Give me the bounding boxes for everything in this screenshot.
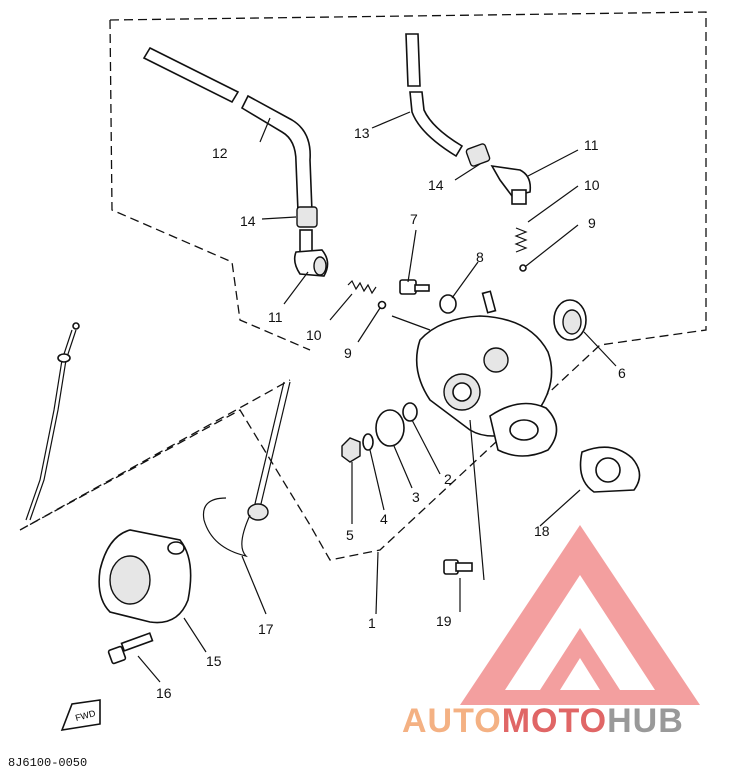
hose-12 — [142, 46, 313, 213]
callout-10-left: 10 — [306, 327, 322, 343]
callout-11-right: 11 — [584, 137, 599, 153]
callout-9-right: 9 — [588, 215, 596, 231]
callout-3: 3 — [412, 489, 420, 505]
fwd-arrow: FWD — [60, 699, 101, 732]
fitting-11-right — [490, 164, 532, 205]
screw-7 — [399, 279, 430, 295]
diagram-code: 8J6100-0050 — [8, 756, 87, 770]
callout-19: 19 — [436, 613, 452, 629]
spring-10-right — [514, 227, 528, 253]
washer-2 — [402, 402, 418, 422]
clamp-14-right — [465, 143, 491, 167]
callout-5: 5 — [346, 527, 354, 543]
callout-4: 4 — [380, 511, 388, 527]
bolt-16 — [107, 632, 154, 665]
callout-17: 17 — [258, 621, 274, 637]
callout-labels: 1 2 3 4 5 6 7 8 9 9 10 10 11 11 12 13 14… — [156, 125, 626, 701]
watermark-part-3: HUB — [607, 702, 684, 740]
callout-11-left: 11 — [268, 309, 283, 325]
gasket-18 — [579, 446, 641, 493]
cable-17 — [202, 381, 291, 558]
leader-lines — [137, 111, 617, 683]
callout-7: 7 — [410, 211, 418, 227]
throttle-cable — [25, 322, 80, 521]
hose-13 — [405, 33, 464, 158]
ball-9-left — [377, 300, 387, 310]
callout-8: 8 — [476, 249, 484, 265]
callout-12: 12 — [212, 145, 228, 161]
rotor-3 — [375, 409, 405, 447]
watermark-logo — [460, 525, 700, 705]
callout-9-left: 9 — [344, 345, 352, 361]
callout-10-right: 10 — [584, 177, 600, 193]
callout-13: 13 — [354, 125, 370, 141]
callout-6: 6 — [618, 365, 626, 381]
pump-body-1 — [415, 290, 558, 457]
clamp-14-left — [296, 206, 318, 228]
washer-4 — [362, 433, 374, 451]
ball-9-right — [519, 264, 527, 272]
cover-15 — [98, 529, 192, 624]
callout-16: 16 — [156, 685, 172, 701]
nut-5 — [341, 437, 361, 463]
callout-2: 2 — [444, 471, 452, 487]
washer-8 — [439, 294, 457, 314]
assembly-outline — [19, 11, 707, 561]
callout-18: 18 — [534, 523, 550, 539]
watermark-text: AUTOMOTOHUB — [402, 702, 684, 740]
callout-14-right: 14 — [428, 177, 444, 193]
spring-10-left — [347, 279, 377, 295]
watermark-part-2: MOTO — [502, 702, 607, 740]
callout-14-left: 14 — [240, 213, 256, 229]
seal-6 — [553, 299, 587, 341]
callout-1: 1 — [368, 615, 376, 631]
callout-15: 15 — [206, 653, 222, 669]
bolt-19 — [443, 559, 473, 575]
fitting-11-left — [293, 229, 329, 277]
watermark-part-1: AUTO — [402, 702, 502, 740]
